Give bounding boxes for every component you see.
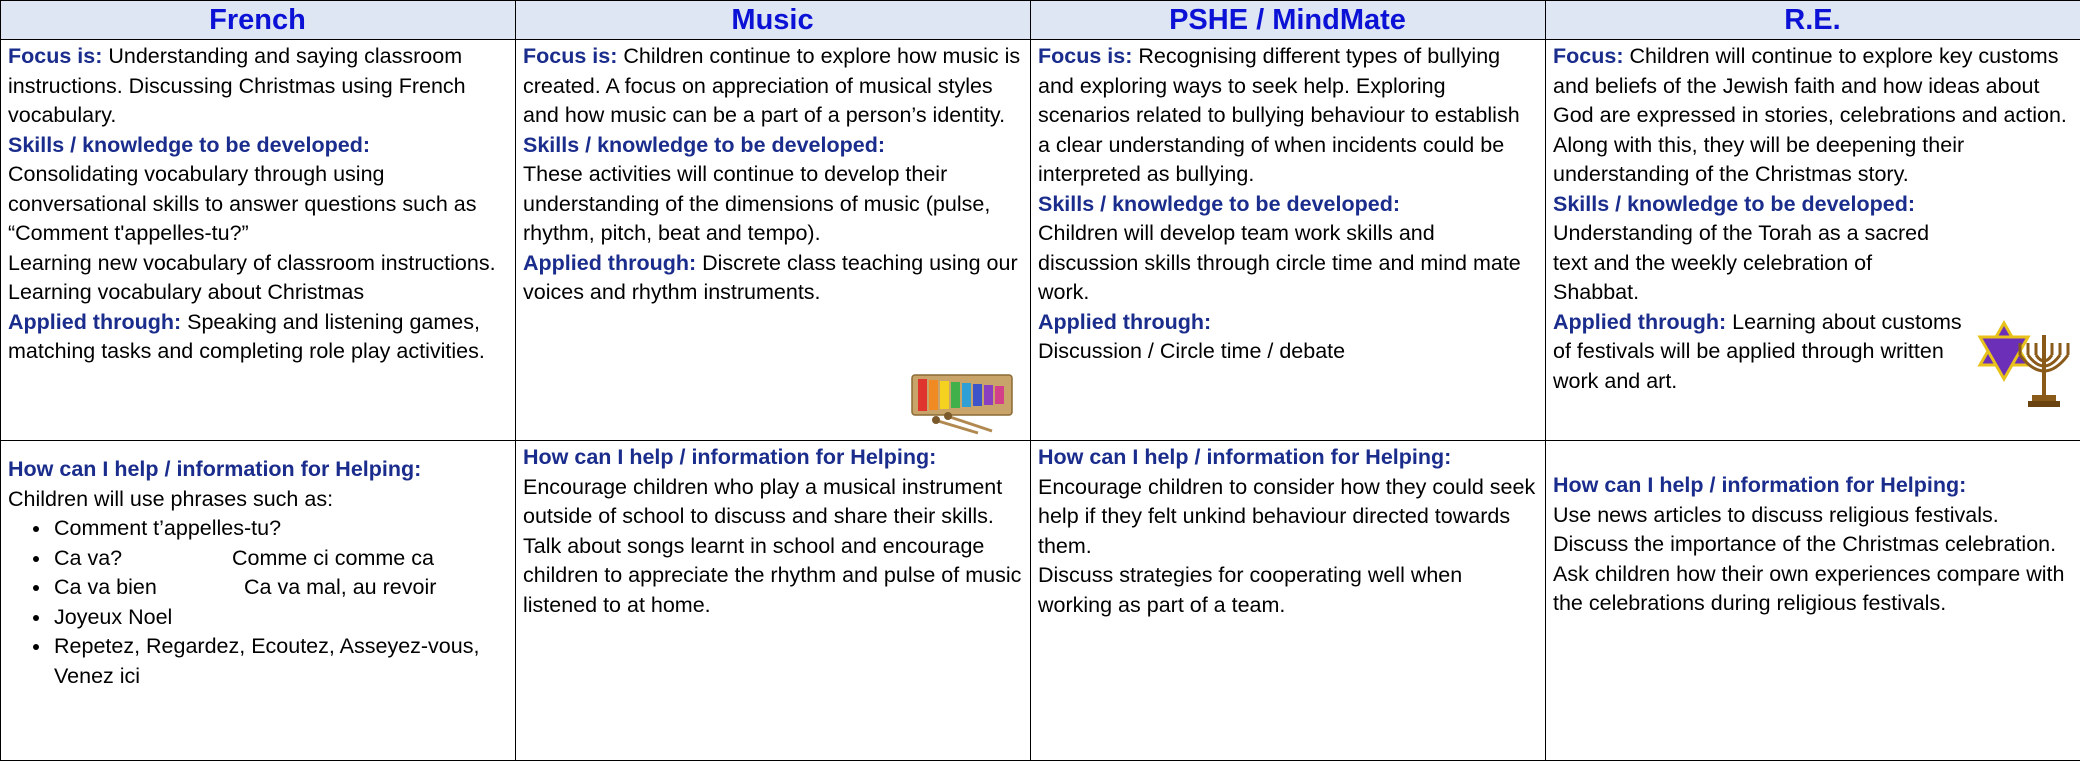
pshe-focus-cell: Focus is: Recognising different types of…	[1031, 40, 1546, 441]
help-text: Use news articles to discuss religious f…	[1553, 501, 2072, 531]
help-label: How can I help / information for Helping…	[523, 443, 1022, 473]
help-label: How can I help / information for Helping…	[8, 455, 507, 485]
help-text: Discuss the importance of the Christmas …	[1553, 530, 2072, 619]
applied-label: Applied through:	[1038, 308, 1537, 338]
star-of-david-menorah-icon	[1970, 315, 2074, 420]
music-focus-cell: Focus is: Children continue to explore h…	[516, 40, 1031, 441]
xylophone-icon	[908, 365, 1016, 437]
header-row: French Music PSHE / MindMate R.E.	[1, 1, 2080, 40]
focus-label: Focus:	[1553, 44, 1623, 68]
header-french: French	[1, 1, 516, 40]
help-label: How can I help / information for Helping…	[1038, 443, 1537, 473]
list-item: Repetez, Regardez, Ecoutez, Asseyez-vous…	[52, 632, 507, 691]
skills-text: These activities will continue to develo…	[523, 160, 1022, 249]
focus-row: Focus is: Understanding and saying class…	[1, 40, 2080, 441]
skills-label: Skills / knowledge to be developed:	[1038, 190, 1537, 220]
header-pshe: PSHE / MindMate	[1031, 1, 1546, 40]
skills-text: Understanding of the Torah as a sacred t…	[1553, 219, 2072, 308]
french-help-cell: How can I help / information for Helping…	[1, 441, 516, 761]
help-text: Encourage children to consider how they …	[1038, 473, 1537, 562]
header-music: Music	[516, 1, 1031, 40]
help-row: How can I help / information for Helping…	[1, 441, 2080, 761]
pshe-help-cell: How can I help / information for Helping…	[1031, 441, 1546, 761]
applied-label: Applied through:	[523, 251, 696, 275]
re-focus-cell: Focus: Children will continue to explore…	[1546, 40, 2080, 441]
list-item: Ca va?Comme ci comme ca	[52, 544, 507, 574]
phrase-list: Comment t’appelles-tu? Ca va?Comme ci co…	[8, 514, 507, 691]
applied-text: Discussion / Circle time / debate	[1038, 337, 1537, 367]
skills-label: Skills / knowledge to be developed:	[523, 131, 1022, 161]
focus-label: Focus is:	[523, 44, 617, 68]
applied-label: Applied through:	[1553, 310, 1726, 334]
help-text: Encourage children who play a musical in…	[523, 473, 1022, 532]
help-text: Discuss strategies for cooperating well …	[1038, 561, 1537, 620]
applied-label: Applied through:	[8, 310, 181, 334]
skills-text: Children will develop team work skills a…	[1038, 219, 1537, 308]
skills-label: Skills / knowledge to be developed:	[1553, 190, 2072, 220]
skills-text: Consolidating vocabulary through using c…	[8, 160, 507, 249]
re-help-cell: How can I help / information for Helping…	[1546, 441, 2080, 761]
list-item: Joyeux Noel	[52, 603, 507, 633]
skills-text: Learning new vocabulary of classroom ins…	[8, 249, 507, 279]
music-help-cell: How can I help / information for Helping…	[516, 441, 1031, 761]
list-item: Comment t’appelles-tu?	[52, 514, 507, 544]
header-re: R.E.	[1546, 1, 2080, 40]
skills-label: Skills / knowledge to be developed:	[8, 131, 507, 161]
help-intro: Children will use phrases such as:	[8, 485, 507, 515]
french-focus-cell: Focus is: Understanding and saying class…	[1, 40, 516, 441]
help-label: How can I help / information for Helping…	[1553, 471, 2072, 501]
focus-label: Focus is:	[1038, 44, 1132, 68]
focus-text: Children will continue to explore key cu…	[1553, 44, 2067, 186]
focus-label: Focus is:	[8, 44, 102, 68]
help-text: Talk about songs learnt in school and en…	[523, 532, 1022, 621]
skills-text: Learning vocabulary about Christmas	[8, 278, 507, 308]
